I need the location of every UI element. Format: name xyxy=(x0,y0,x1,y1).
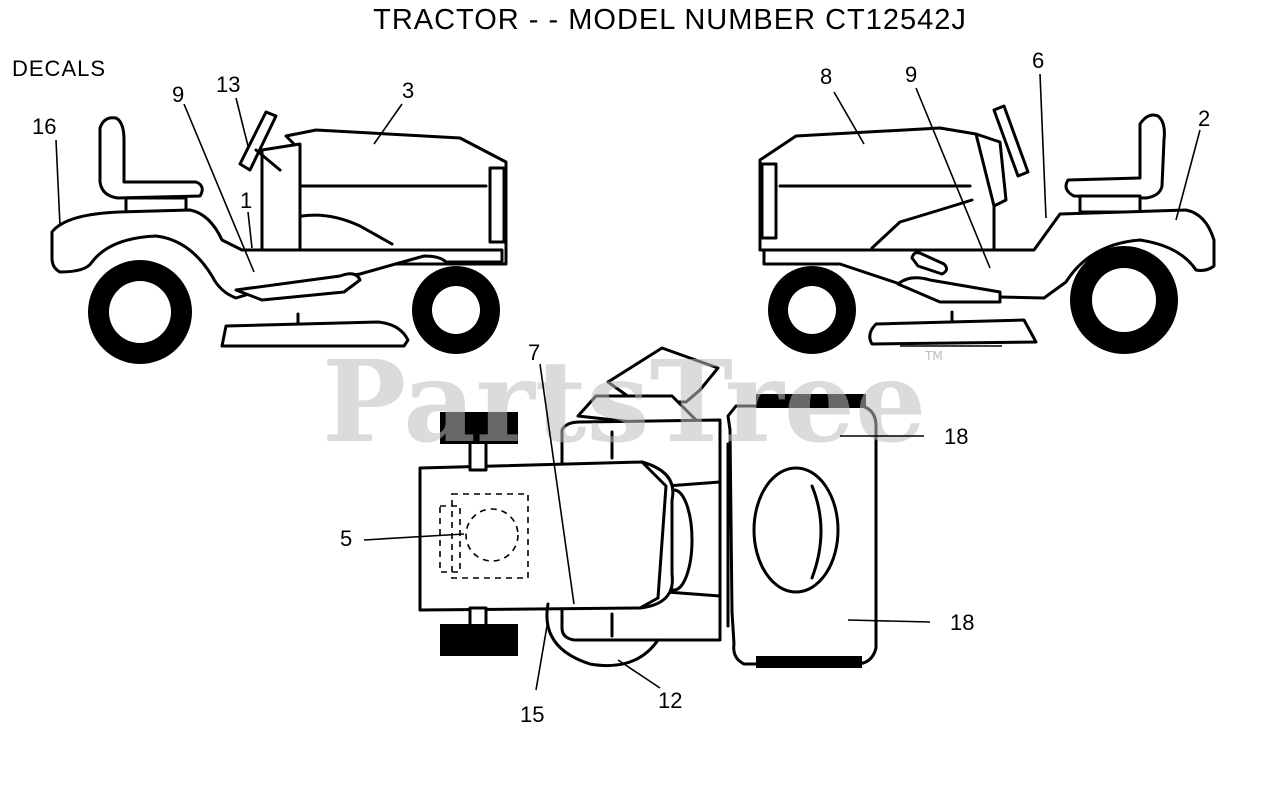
callout-13: 13 xyxy=(216,72,240,97)
watermark-trademark: TM xyxy=(924,349,943,363)
callout-18-lower: 18 xyxy=(950,610,974,635)
callout-16: 16 xyxy=(32,114,56,139)
callout-15: 15 xyxy=(520,702,544,727)
leader-lines xyxy=(55,73,1201,691)
callouts-right-view: 8 9 6 2 xyxy=(820,48,1210,131)
callouts-left-view: 16 9 13 3 1 xyxy=(32,72,414,213)
tractor-left-view xyxy=(50,110,508,364)
callout-12: 12 xyxy=(658,688,682,713)
callout-8: 8 xyxy=(820,64,832,89)
watermark: PartsTree xyxy=(322,337,926,468)
callout-5: 5 xyxy=(340,526,352,551)
callout-2: 2 xyxy=(1198,106,1210,131)
tractor-top-view xyxy=(418,346,878,668)
callout-6: 6 xyxy=(1032,48,1044,73)
callout-9-left: 9 xyxy=(172,82,184,107)
tractor-right-view xyxy=(758,104,1216,354)
section-label: DECALS xyxy=(12,56,107,81)
callout-1: 1 xyxy=(240,188,252,213)
callout-3: 3 xyxy=(402,78,414,103)
callout-18-upper: 18 xyxy=(944,424,968,449)
callout-9-right: 9 xyxy=(905,62,917,87)
callout-7: 7 xyxy=(528,340,540,365)
callouts-top-view: 7 18 5 18 15 12 xyxy=(340,340,974,727)
diagram-title: TRACTOR - - MODEL NUMBER CT12542J xyxy=(373,4,967,36)
